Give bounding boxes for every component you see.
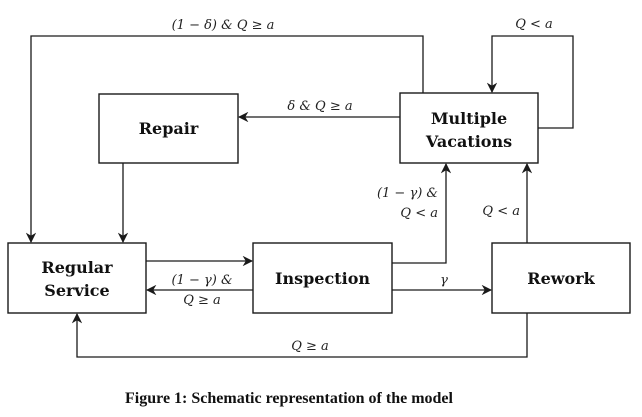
edge-label-inspection-to-regular-service-1: (1 − γ) &	[171, 273, 232, 288]
edge-label-mv-to-repair: δ & Q ≥ a	[287, 99, 352, 114]
node-label-repair: Repair	[139, 119, 199, 138]
edge-label-rework-to-mv: Q < a	[482, 204, 520, 219]
node-multiple-vacations: Multiple Vacations	[399, 92, 539, 164]
node-label-inspection: Inspection	[275, 269, 370, 288]
edge-label-mv-to-regular-service: (1 − δ) & Q ≥ a	[172, 18, 275, 33]
edge-label-inspection-to-regular-service-2: Q ≥ a	[183, 293, 221, 308]
node-rework: Rework	[491, 242, 631, 314]
node-label-multiple-vacations-1: Multiple	[431, 109, 507, 128]
node-inspection: Inspection	[252, 242, 393, 314]
edge-label-inspection-to-mv-2: Q < a	[400, 206, 438, 221]
edge-label-inspection-to-rework: γ	[440, 273, 448, 288]
node-label-regular-service-2: Service	[44, 281, 109, 300]
edge-inspection-to-mv	[392, 162, 452, 264]
node-label-multiple-vacations-2: Vacations	[425, 132, 512, 151]
figure-caption: Figure 1: Schematic representation of th…	[125, 390, 454, 407]
edge-mv-to-regular-service	[25, 35, 424, 244]
edge-label-inspection-to-mv-1: (1 − γ) &	[377, 186, 438, 201]
node-regular-service: Regular Service	[7, 242, 147, 314]
node-repair: Repair	[98, 93, 239, 164]
edge-mv-self-loop	[486, 35, 574, 129]
edge-label-mv-self-loop: Q < a	[515, 17, 553, 32]
node-label-rework: Rework	[527, 269, 595, 288]
edge-label-rework-to-regular-service: Q ≥ a	[291, 339, 329, 354]
node-label-regular-service-1: Regular	[41, 258, 113, 277]
edge-rework-to-regular-service	[71, 312, 528, 358]
